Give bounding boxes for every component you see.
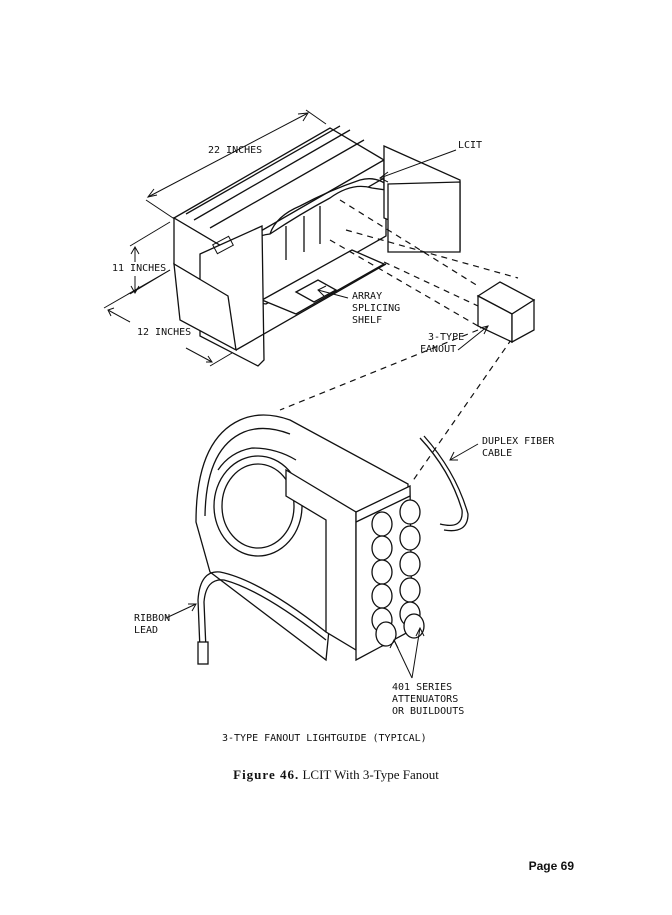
- label-3-type: 3-TYPE: [428, 332, 464, 343]
- label-11-inches: 11 INCHES: [112, 263, 166, 274]
- figure-caption: Figure 46. LCIT With 3-Type Fanout: [0, 767, 672, 783]
- label-ribbon: RIBBON: [134, 613, 170, 624]
- label-cable: CABLE: [482, 448, 512, 459]
- fanout-detail-drawing: [195, 414, 469, 665]
- leader-arrows: [165, 149, 489, 679]
- label-22-inches: 22 INCHES: [208, 145, 262, 156]
- lcit-cabinet-drawing: [103, 109, 461, 367]
- label-duplex-fiber: DUPLEX FIBER: [482, 436, 555, 447]
- label-splicing: SPLICING: [352, 303, 400, 314]
- projection-lines: [279, 199, 519, 483]
- figure-labels: 22 INCHES 11 INCHES 12 INCHES LCIT ARRAY…: [112, 140, 555, 744]
- figure-subtitle: 3-TYPE FANOUT LIGHTGUIDE (TYPICAL): [222, 733, 427, 744]
- label-array: ARRAY: [352, 291, 382, 302]
- label-12-inches: 12 INCHES: [137, 327, 191, 338]
- label-buildouts: OR BUILDOUTS: [392, 706, 464, 717]
- label-fanout: FANOUT: [420, 344, 456, 355]
- label-lcit: LCIT: [458, 140, 482, 151]
- fanout-box: [476, 281, 536, 344]
- page-number: Page 69: [528, 859, 574, 873]
- connector-array: [371, 499, 425, 647]
- label-401-series: 401 SERIES: [392, 682, 452, 693]
- label-lead: LEAD: [134, 625, 158, 636]
- figure-number: Figure 46.: [233, 767, 300, 782]
- label-shelf: SHELF: [352, 315, 382, 326]
- label-attenuators: ATTENUATORS: [392, 694, 458, 705]
- figure-caption-text: LCIT With 3-Type Fanout: [302, 767, 439, 782]
